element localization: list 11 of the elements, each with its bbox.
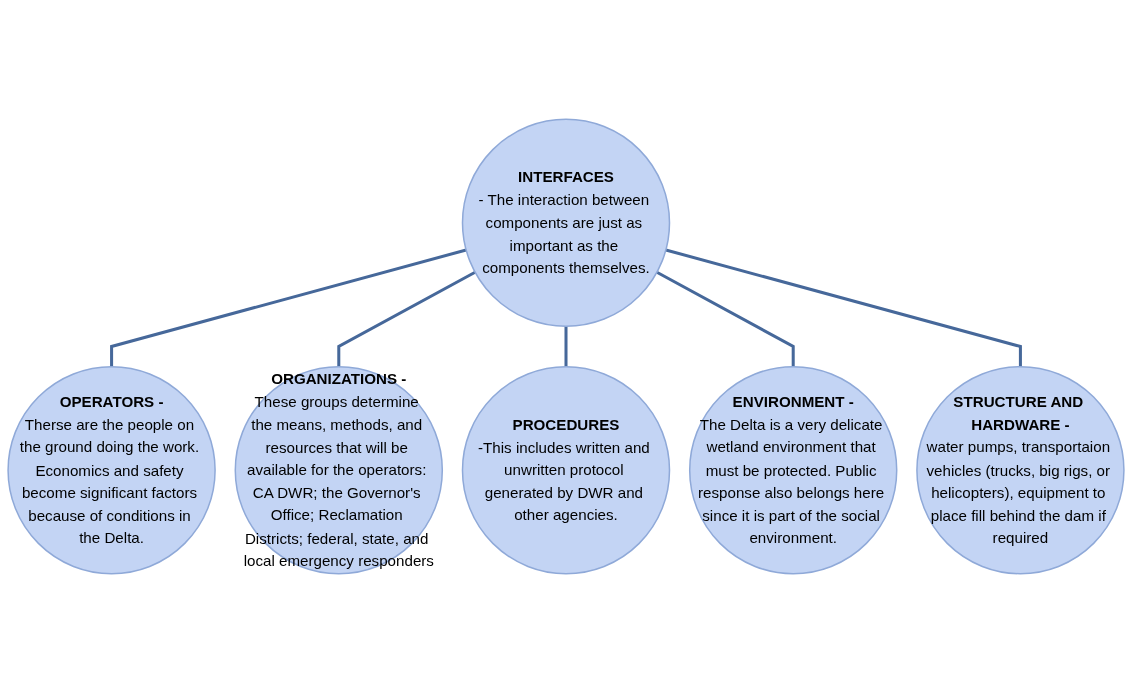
connector bbox=[337, 270, 476, 367]
node-circle: ORGANIZATIONS - These groups determine the means, methods, and resources that will be available for the operators: CA DWR; the Governor's Office; Reclamation Districts; federal, state, and local emergency responders bbox=[234, 365, 444, 575]
node-circle: OPERATORS - Therse are the people on the ground doing the work. Economics and safety become significant factors because of conditions in the Delta. bbox=[7, 365, 216, 575]
node-circle: ENVIRONMENT - The Delta is a very delicate wetland environment that must be protected. Public response also belongs here since it is part of the social environment. bbox=[688, 365, 898, 575]
connector bbox=[665, 248, 1022, 367]
node-circle: PROCEDURES -This includes written and unwritten protocol generated by DWR and other agencies. bbox=[461, 365, 671, 575]
node-circle: STRUCTURE AND HARDWARE - water pumps, transportaion vehicles (trucks, big rigs, or helicopters), equipment to place fill behind the dam if required bbox=[916, 365, 1125, 575]
connector bbox=[656, 270, 795, 367]
connector bbox=[564, 326, 568, 367]
connector bbox=[110, 248, 467, 367]
node-circle: INTERFACES - The interaction between components are just as important as the components themselves. bbox=[461, 118, 671, 328]
